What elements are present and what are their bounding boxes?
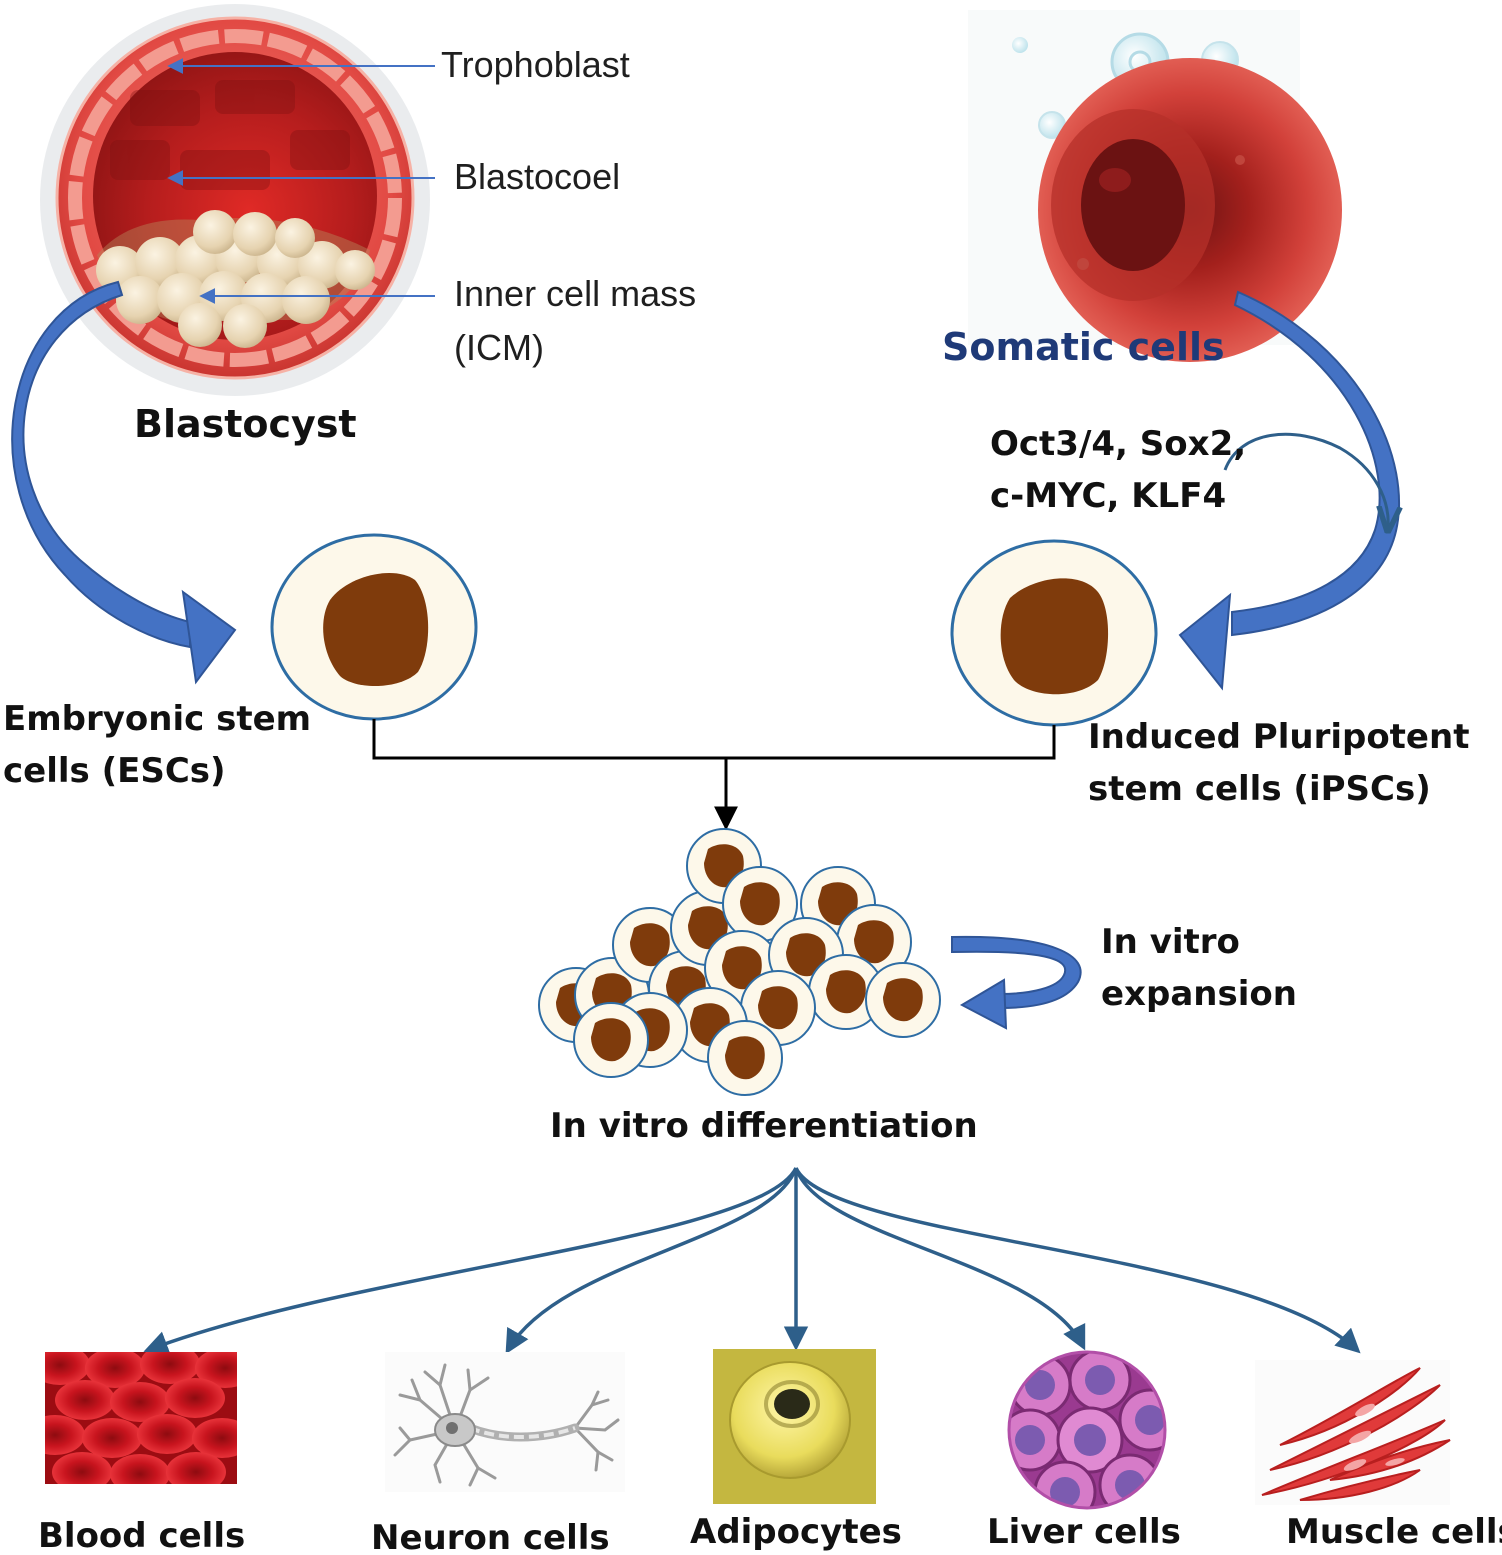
somatic-to-ipsc-arrow: [1178, 290, 1400, 691]
blastocyst-illustration: [40, 4, 430, 396]
liver-cells-image: [1007, 1350, 1167, 1510]
stem-cell-merge-connector: [372, 719, 1056, 831]
inner-cell-mass: [96, 210, 375, 348]
differentiation-tree: [143, 1167, 1361, 1355]
trophoblast-label: Trophoblast: [441, 44, 630, 85]
neuron-cells-label: Neuron cells: [371, 1518, 610, 1555]
neuron-image: [385, 1352, 625, 1492]
cluster-cell: [707, 1020, 783, 1096]
blastocyst-title: Blastocyst: [134, 402, 357, 446]
cluster-cell: [722, 866, 798, 942]
cluster-cell: [573, 1002, 649, 1078]
ipsc-label-line2: stem cells (iPSCs): [1088, 769, 1431, 809]
expansion-label-line1: In vitro: [1101, 922, 1240, 962]
liver-cells-label: Liver cells: [987, 1512, 1181, 1552]
somatic-cells-label: Somatic cells: [942, 325, 1225, 369]
esc-label-line1: Embryonic stem: [3, 699, 311, 739]
expansion-label-line2: expansion: [1101, 974, 1297, 1014]
blastocyst-to-esc-arrow: [11, 280, 237, 685]
icm-label-line1: Inner cell mass: [454, 273, 696, 314]
ipsc-cell: [950, 539, 1158, 727]
blood-cells-image: [45, 1352, 237, 1484]
factors-arrow: [1223, 432, 1388, 528]
blood-cells-label: Blood cells: [38, 1516, 245, 1555]
branch-to-muscle: [794, 1167, 1361, 1354]
esc-label-line2: cells (ESCs): [3, 751, 226, 791]
blastocyst-label-pointers: [167, 58, 435, 304]
esc-cell: [270, 533, 478, 721]
muscle-cells-image: [1255, 1360, 1451, 1505]
blastocoel-label: Blastocoel: [454, 156, 620, 197]
cell-cluster: [538, 828, 941, 1096]
adipocyte-image: [713, 1349, 876, 1504]
adipocytes-label: Adipocytes: [690, 1512, 902, 1552]
cavity-texture: [110, 80, 350, 190]
ipsc-label-line1: Induced Pluripotent: [1088, 717, 1469, 757]
branch-to-neuron: [505, 1167, 798, 1355]
branch-to-blood: [143, 1167, 798, 1355]
cluster-cell: [808, 954, 884, 1030]
somatic-cell-illustration: [968, 10, 1342, 362]
expansion-arrow: [951, 935, 1082, 1030]
factors-line1: Oct3/4, Sox2,: [990, 424, 1246, 464]
factors-line2: c-MYC, KLF4: [990, 476, 1226, 516]
differentiation-label: In vitro differentiation: [550, 1106, 978, 1146]
muscle-cells-label: Muscle cells: [1286, 1512, 1502, 1552]
cluster-cell: [865, 962, 941, 1038]
icm-label-line2: (ICM): [454, 327, 544, 368]
branch-to-liver: [794, 1167, 1086, 1351]
